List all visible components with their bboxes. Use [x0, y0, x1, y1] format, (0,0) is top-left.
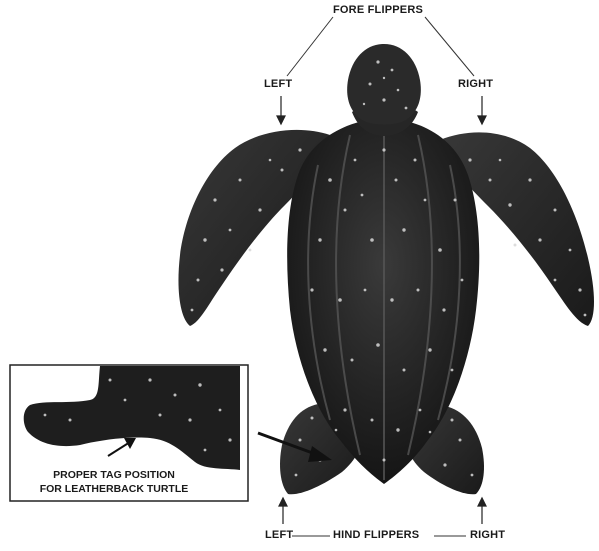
fore-left-label: LEFT — [264, 78, 292, 90]
hind-right-label: RIGHT — [470, 529, 505, 541]
hind-arrows — [279, 498, 486, 524]
hind-left-label: LEFT — [265, 529, 293, 541]
arrow-down-icon — [277, 116, 285, 124]
arrow-down-icon — [478, 116, 486, 124]
arrow-up-icon — [279, 498, 287, 506]
inset-caption: PROPER TAG POSITION FOR LEATHERBACK TURT… — [16, 468, 212, 496]
inset-caption-line1: PROPER TAG POSITION — [16, 468, 212, 482]
fore-right-label: RIGHT — [458, 78, 493, 90]
hind-flippers-label: HIND FLIPPERS — [333, 529, 419, 541]
inset-caption-line2: FOR LEATHERBACK TURTLE — [16, 482, 212, 496]
fore-flippers-label: FORE FLIPPERS — [333, 4, 423, 16]
head — [347, 44, 421, 125]
arrow-up-icon — [478, 498, 486, 506]
